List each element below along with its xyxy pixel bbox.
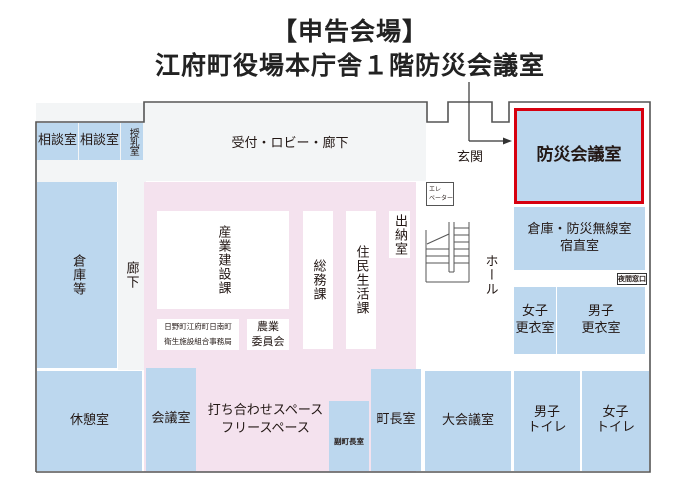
room-label: 相談室: [79, 133, 119, 149]
elevator: エレ ベーター: [426, 182, 454, 206]
hall-label: ホール: [480, 240, 500, 310]
room-label: 会議室: [151, 411, 191, 427]
room-label: 大会議室: [441, 412, 494, 428]
room-label-line1: 日野町江府町日南町: [164, 322, 232, 332]
room-label-line2: トイレ: [527, 420, 567, 435]
room-label: 出納室: [392, 213, 407, 256]
room-industry-construction: 産業建設課: [157, 211, 289, 309]
night-window-label: 夜間窓口: [617, 273, 647, 285]
room-treasury: 出納室: [389, 211, 410, 258]
room-label: 相談室: [37, 133, 77, 149]
room-label: 夜間窓口: [618, 275, 646, 283]
venue-highlight-frame: [514, 108, 644, 204]
room-label-line2: フリースペース: [221, 421, 310, 436]
corridor-vertical: [118, 180, 144, 370]
room-label-line2: トイレ: [595, 420, 635, 435]
room-women-locker: 女子 更衣室: [514, 287, 556, 354]
entrance-label: 玄関: [450, 146, 490, 165]
room-label: 玄関: [456, 149, 483, 165]
room-mayor: 町長室: [371, 369, 421, 471]
room-label-line1: 打ち合わせスペース: [207, 403, 324, 419]
room-label-line1: 農業: [257, 320, 279, 334]
room-men-toilet: 男子 トイレ: [514, 371, 580, 471]
room-rest: 休憩室: [37, 371, 142, 471]
room-women-toilet: 女子 トイレ: [582, 371, 649, 471]
room-storage: 倉庫等: [37, 182, 117, 368]
room-disaster-meeting: 防災会議室: [516, 110, 642, 202]
page-title-location: 江府町役場本庁舎１階防災会議室: [154, 51, 545, 80]
elevator-label-line2: ベーター: [429, 195, 454, 202]
room-nursing: 授乳室: [121, 123, 143, 160]
room-label-line1: 女子: [602, 405, 629, 421]
room-meeting: 会議室: [146, 368, 196, 471]
room-label: 倉庫等: [70, 254, 86, 296]
room-label-line1: 男子: [533, 405, 560, 421]
room-label-line1: 男子: [587, 304, 614, 320]
room-label: 休憩室: [69, 412, 109, 428]
room-agriculture-committee: 農業 委員会: [247, 319, 289, 350]
room-label-line2: 宿直室: [559, 238, 599, 254]
room-label: 廊下: [123, 261, 139, 289]
room-consult-2: 相談室: [79, 123, 120, 160]
room-label-line2: 委員会: [251, 334, 285, 348]
page-title-venue: 【申告会場】: [271, 17, 428, 46]
room-label-line2: 更衣室: [515, 320, 555, 336]
room-label-line1: 女子: [521, 304, 548, 320]
room-label: 住民生活課: [353, 245, 369, 315]
elevator-label-line1: エレ: [429, 186, 442, 193]
room-label: 総務課: [310, 259, 326, 301]
corridor-label: 廊下: [118, 182, 144, 368]
room-label-line1: 倉庫・防災無線室: [527, 222, 632, 238]
room-deputy-mayor: 副町長室: [329, 401, 369, 471]
room-large-meeting: 大会議室: [425, 371, 511, 471]
room-label: ホール: [482, 254, 498, 296]
room-storage-radio-night: 倉庫・防災無線室 宿直室: [514, 207, 645, 270]
room-men-locker: 男子 更衣室: [557, 287, 645, 354]
corridor-area-upper-left: [36, 160, 146, 182]
room-sanitation-office: 日野町江府町日南町 衛生施設組合事務局: [157, 319, 239, 350]
free-space-label: 打ち合わせスペース フリースペース: [198, 400, 333, 440]
room-label: 防災会議室: [536, 145, 622, 166]
reception-lobby-label: 受付・ロビー・廊下: [160, 130, 420, 152]
room-general-affairs: 総務課: [303, 211, 333, 349]
room-label: 産業建設課: [215, 225, 231, 295]
room-residents-life: 住民生活課: [346, 211, 376, 349]
room-label: 授乳室: [127, 128, 139, 155]
room-label: 受付・ロビー・廊下: [231, 135, 349, 151]
room-label-line2: 衛生施設組合事務局: [164, 336, 232, 346]
room-label: 副町長室: [334, 437, 364, 447]
room-label: 町長室: [376, 411, 416, 427]
room-label-line2: 更衣室: [581, 320, 621, 336]
room-consult-1: 相談室: [37, 123, 78, 160]
